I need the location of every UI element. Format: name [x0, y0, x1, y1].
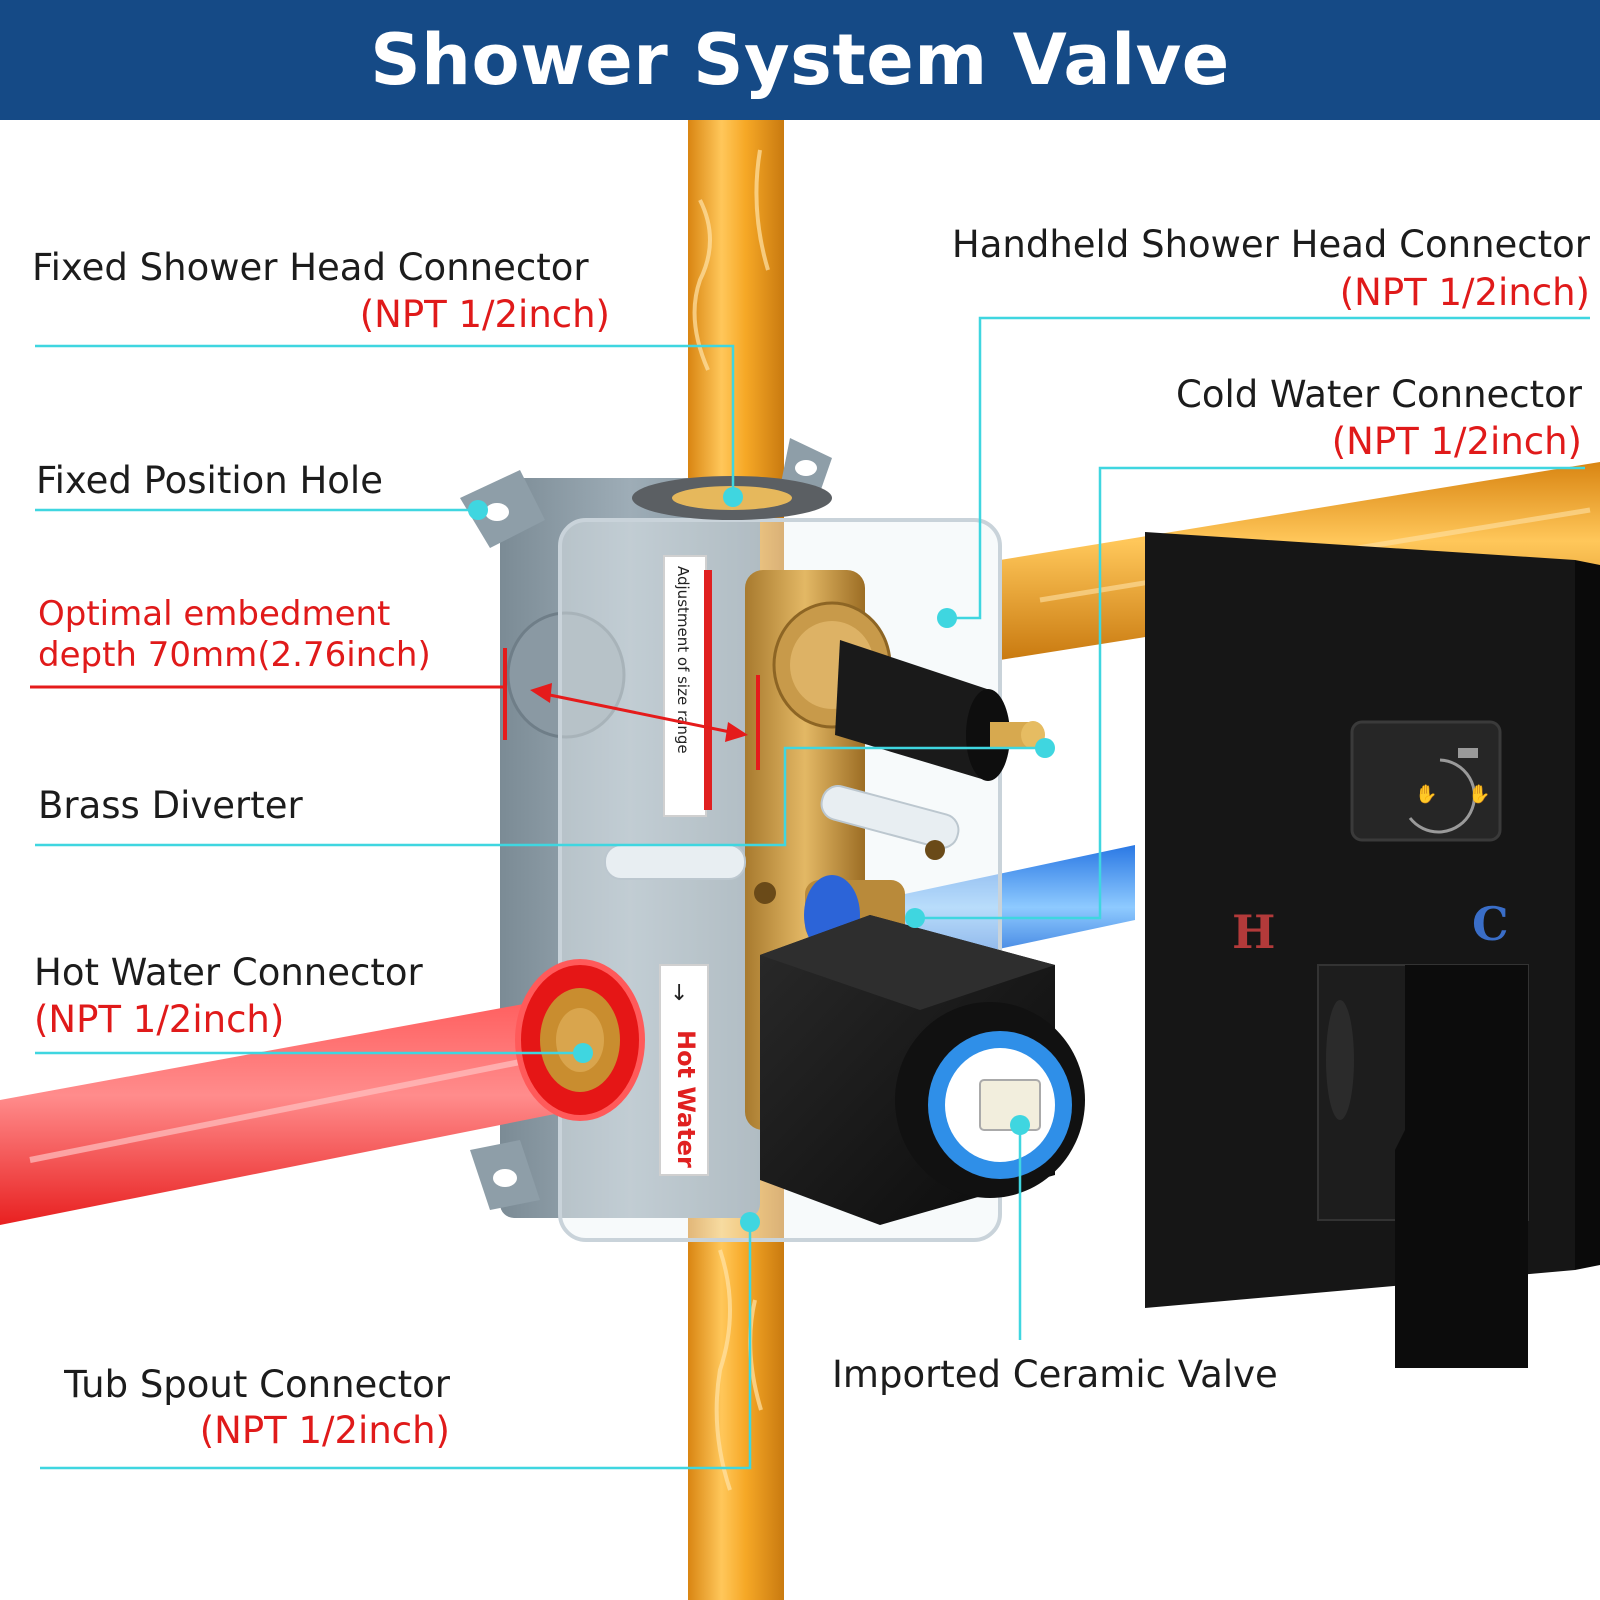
hot-water-sticker: ↓ Hot Water [659, 964, 709, 1176]
handheld-head-spec: (NPT 1/2inch) [1339, 271, 1590, 314]
embedment-dimension [30, 648, 760, 770]
hot-water-sticker-text: Hot Water [672, 1030, 700, 1168]
brass-diverter-label: Brass Diverter [38, 784, 303, 827]
hot-water-spec: (NPT 1/2inch) [34, 998, 285, 1041]
fixed-head-spec: (NPT 1/2inch) [359, 293, 610, 336]
page-title: Shower System Valve [370, 19, 1230, 101]
embed-depth-line2: depth 70mm(2.76inch) [38, 635, 431, 675]
trim-plate: ✋ ✋ H C [1145, 532, 1600, 1368]
hot-water-pipe [0, 959, 645, 1225]
handheld-head-label: Handheld Shower Head Connector [951, 223, 1590, 266]
tub-spout-spec: (NPT 1/2inch) [199, 1409, 450, 1452]
callout-dots [468, 487, 1055, 1232]
cold-water-spec: (NPT 1/2inch) [1331, 420, 1582, 463]
embed-depth-line1: Optimal embedment [38, 594, 391, 634]
ceramic-valve-label: Imported Ceramic Valve [832, 1353, 1278, 1396]
size-range-sticker: Adjustment of size range [663, 555, 712, 817]
diverter-knob [1350, 720, 1502, 842]
tub-spout-label: Tub Spout Connector [64, 1363, 450, 1406]
diverter-mode-icon: ✋ ✋ [1408, 748, 1490, 834]
hot-water-arrow-glyph: ↓ [670, 981, 688, 1006]
fixed-head-label: Fixed Shower Head Connector [32, 246, 589, 289]
mixer-lever [1317, 964, 1529, 1368]
trim-hot-letter: H [1232, 905, 1275, 959]
size-range-sticker-text: Adjustment of size range [674, 566, 692, 754]
trim-cold-letter: C [1472, 897, 1509, 951]
ceramic-valve [760, 915, 1085, 1225]
fixed-position-hole-icon [460, 470, 545, 548]
callout-lines [35, 316, 1590, 1470]
title-banner: Shower System Valve [0, 0, 1600, 120]
svg-text:✋: ✋ [1468, 783, 1490, 805]
hot-water-label: Hot Water Connector [34, 951, 423, 994]
svg-text:✋: ✋ [1415, 783, 1437, 805]
fixed-hole-label: Fixed Position Hole [36, 459, 383, 502]
cold-water-label: Cold Water Connector [1176, 373, 1582, 416]
brass-diverter [772, 601, 1045, 781]
cold-water-pipe [900, 845, 1135, 970]
